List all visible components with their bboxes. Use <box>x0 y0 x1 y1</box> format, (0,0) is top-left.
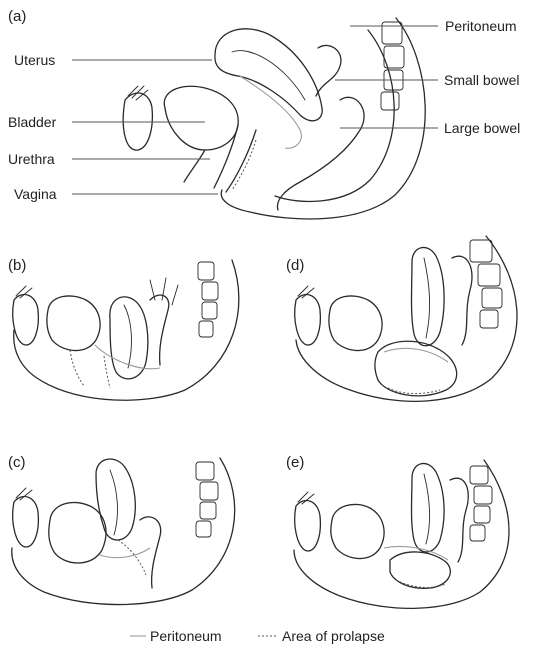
label-large-bowel: Large bowel <box>444 120 520 136</box>
panel-d-letter: (d) <box>286 257 304 274</box>
panel-c-vertebrae <box>196 462 218 537</box>
panel-e-pubic-bone <box>295 501 321 551</box>
label-bladder: Bladder <box>8 114 57 130</box>
panel-a-uterus <box>215 29 322 121</box>
panel-e-pelvic-wall <box>294 460 509 608</box>
panel-c-bladder <box>49 502 106 563</box>
panel-e-uterus <box>412 463 445 552</box>
panel-b-letter: (b) <box>8 257 26 274</box>
panel-e-letter: (e) <box>286 454 304 471</box>
panel-b-pubic-bone <box>13 295 39 345</box>
panel-a-pelvic-wall <box>221 18 425 219</box>
panel-a-inner-wall <box>275 30 394 201</box>
panel-d-uterus <box>412 247 445 345</box>
panel-e-vertebrae <box>470 466 492 541</box>
panel-b: (b) <box>8 257 239 400</box>
legend-peritoneum-label: Peritoneum <box>150 628 222 644</box>
label-uterus: Uterus <box>14 52 55 68</box>
legend-prolapse-label: Area of prolapse <box>282 628 385 644</box>
label-urethra: Urethra <box>8 151 55 167</box>
panel-c-pubic-bone <box>13 497 39 547</box>
panel-b-bladder <box>47 296 100 351</box>
panel-a-urethra <box>184 150 205 182</box>
panel-a-small-bowel <box>316 45 341 96</box>
panel-e-bladder <box>331 504 384 558</box>
panel-e: (e) <box>286 454 509 608</box>
panel-a-letter: (a) <box>8 8 26 25</box>
panel-d-small-bowel <box>452 256 472 345</box>
panel-a-vertebrae <box>381 22 404 110</box>
panel-e-bowel <box>450 478 468 562</box>
panel-d-bladder <box>329 296 382 351</box>
panel-d-pubic-bone <box>295 295 321 345</box>
panel-d: (d) <box>286 236 517 401</box>
label-peritoneum: Peritoneum <box>445 18 517 34</box>
panel-d-vertebrae <box>470 240 502 328</box>
panel-b-bowel <box>150 295 169 365</box>
panel-a: (a) <box>8 8 520 219</box>
panel-b-vertebrae <box>198 262 218 337</box>
panel-a-vagina <box>214 125 256 192</box>
legend: Peritoneum Area of prolapse <box>130 628 385 644</box>
panel-c-letter: (c) <box>8 454 26 471</box>
panel-c: (c) <box>8 454 235 605</box>
label-small-bowel: Small bowel <box>444 72 519 88</box>
label-vagina: Vagina <box>14 186 57 202</box>
panel-a-bladder <box>164 86 238 150</box>
panel-e-rectocele <box>390 552 450 588</box>
